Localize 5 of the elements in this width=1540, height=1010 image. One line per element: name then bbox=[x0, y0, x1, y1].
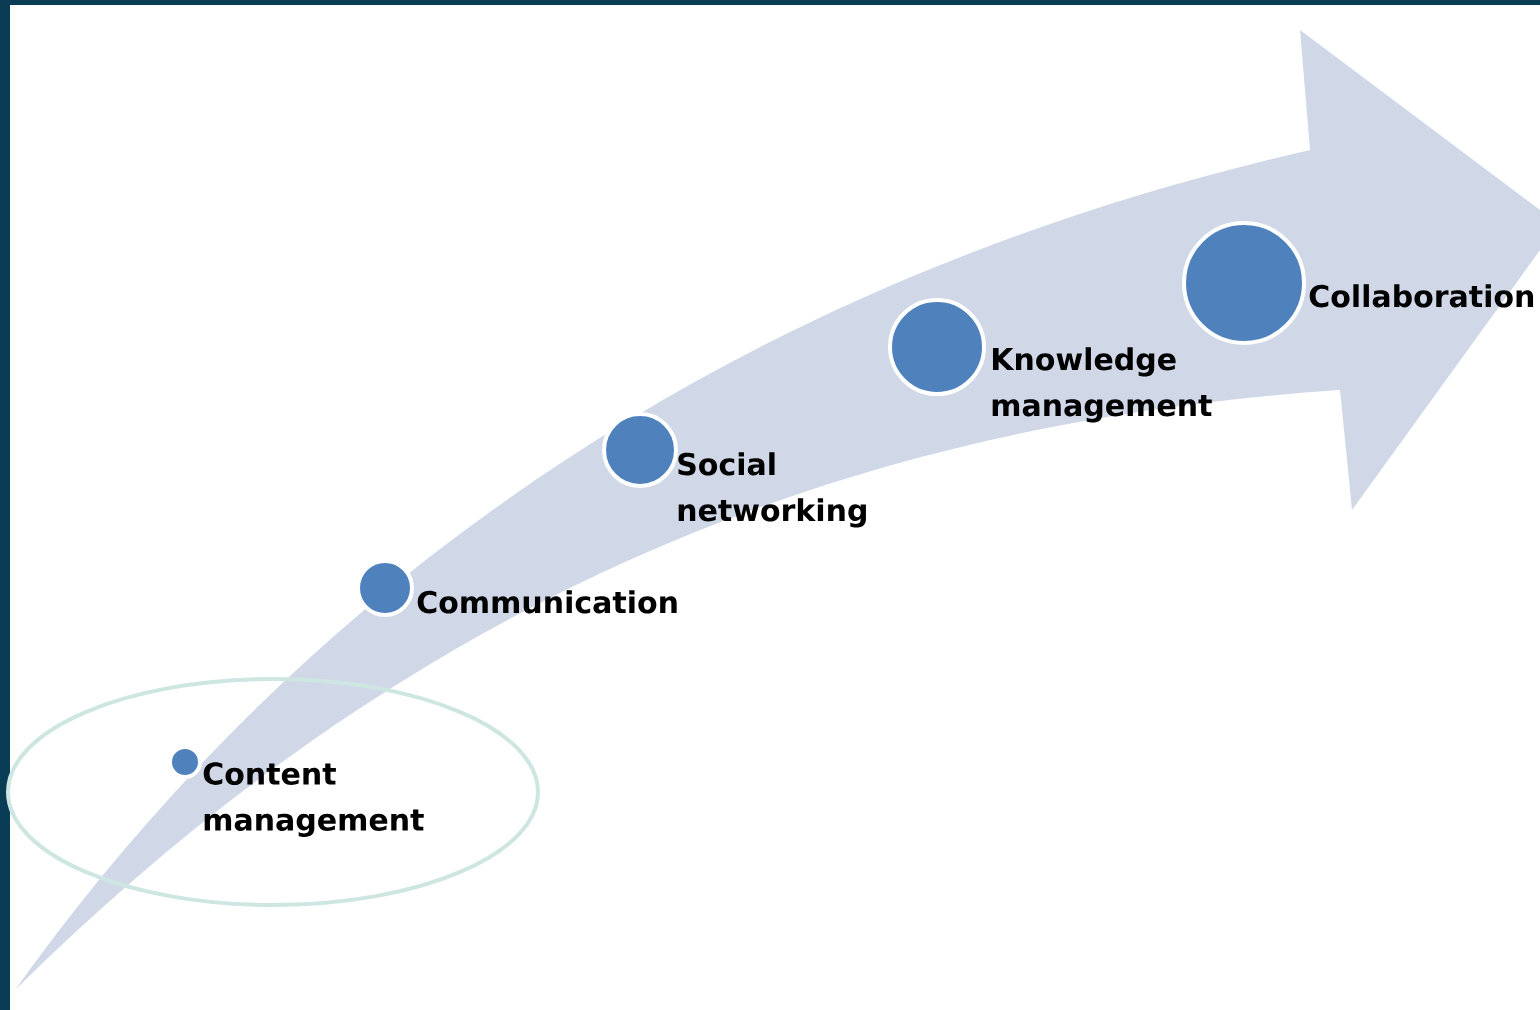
stage-label: Communication bbox=[417, 590, 677, 614]
stage-label: Knowledge management bbox=[992, 347, 1212, 423]
stage-label: Social networking bbox=[678, 452, 866, 528]
stage-label: Content management bbox=[203, 762, 424, 837]
stage-label: Collaboration bbox=[1309, 284, 1534, 308]
